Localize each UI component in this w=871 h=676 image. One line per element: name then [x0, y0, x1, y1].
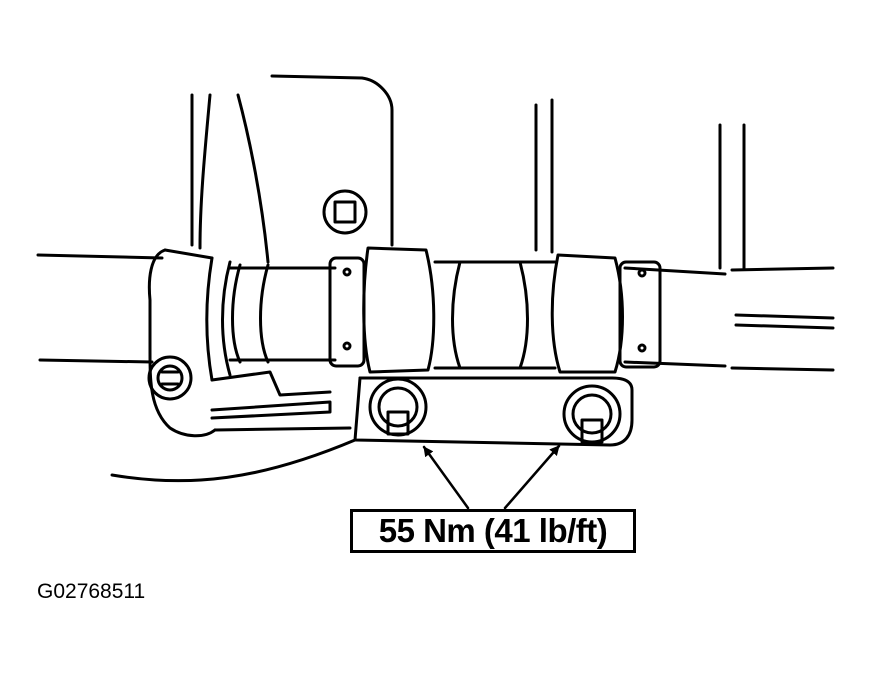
square-bolt-head [322, 189, 368, 235]
callout-arrows [422, 444, 561, 510]
mount-bolt-right [562, 384, 622, 444]
clamp-plate-left [328, 256, 366, 368]
vertical-rods [534, 98, 746, 270]
left-mount-nut [147, 355, 193, 401]
lower-arm-line [110, 438, 357, 483]
mount-bolt-left [368, 377, 428, 437]
rack-tube [36, 253, 835, 372]
rubber-bushing-right [550, 253, 624, 374]
boot-band-2 [433, 260, 557, 370]
rubber-bushing-left [362, 246, 436, 374]
upper-bracket [190, 74, 394, 264]
left-end-housing [147, 248, 352, 438]
boot-band-1 [231, 263, 270, 364]
clamp-plate-right [618, 260, 662, 369]
torque-spec-label: 55 Nm (41 lb/ft) [350, 509, 636, 553]
figure-id: G02768511 [37, 580, 146, 603]
